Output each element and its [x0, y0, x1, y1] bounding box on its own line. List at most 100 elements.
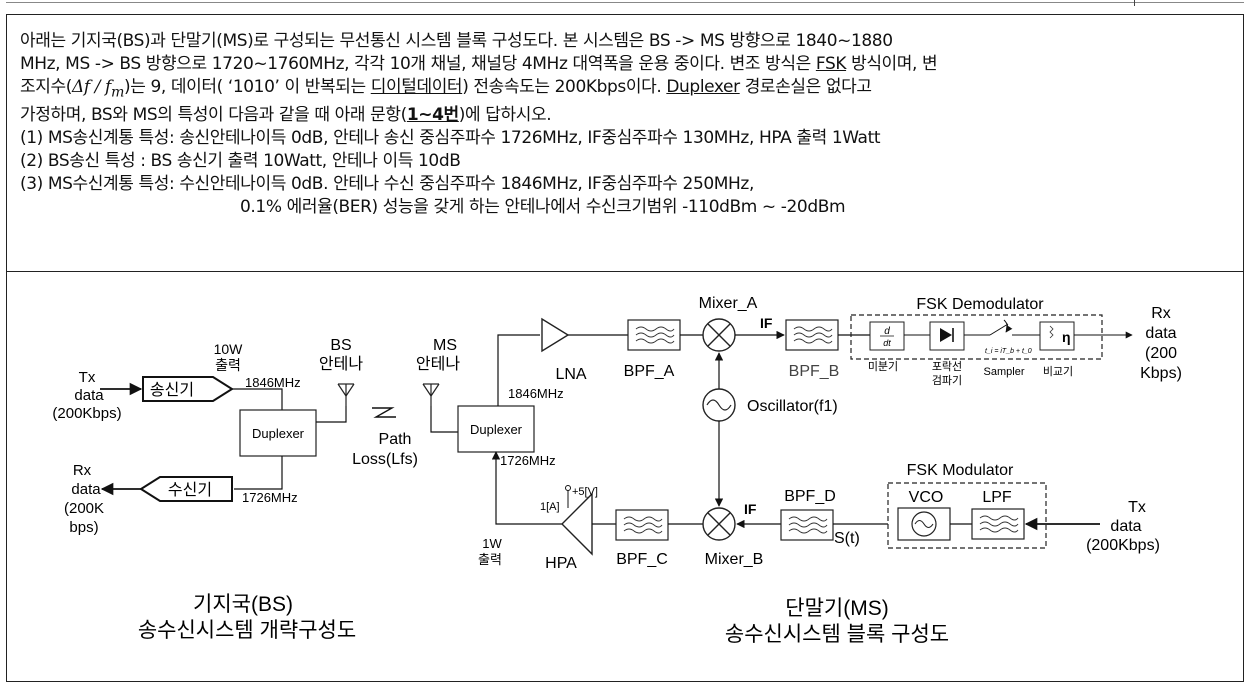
- vco-label: VCO: [909, 489, 944, 506]
- problem-text-part: 조지수(: [20, 77, 72, 97]
- fsk-term: FSK: [815, 54, 847, 74]
- svg-text:data: data: [1145, 325, 1176, 342]
- bs-receiver-label: 수신기: [168, 481, 212, 499]
- bpf-a-filter: [627, 319, 681, 351]
- oscillator-label: Oscillator(f1): [747, 398, 838, 415]
- ms-rx-freq-label: 1846MHz: [508, 386, 564, 401]
- modulation-index-formula: Δf / f: [71, 77, 111, 97]
- fsk-demodulator-title: FSK Demodulator: [916, 296, 1044, 313]
- digital-data-term: 디이털데이터: [370, 77, 463, 97]
- sampler-label: Sampler: [984, 366, 1025, 378]
- problem-line-3: 조지수(Δf / fm)는 9, 데이터( ‘1010’ 이 반복되는 디이털데…: [20, 76, 1232, 104]
- bs-duplexer-label: Duplexer: [252, 426, 305, 441]
- svg-text:data: data: [74, 387, 104, 404]
- vco-icon: [911, 511, 937, 537]
- comparator-icon: [1049, 325, 1054, 339]
- hpa-bias-terminal-icon: [565, 485, 571, 491]
- bpf-c-label: BPF_C: [616, 551, 668, 568]
- svg-text:송수신시스템 블록 구성도: 송수신시스템 블록 구성도: [725, 623, 949, 646]
- problem-text-part: MHz, MS -> BS 방향으로 1720~1760MHz, 각각 10개 …: [20, 54, 816, 74]
- bpf-b-label: BPF_B: [789, 363, 840, 380]
- mixer-b-label: Mixer_B: [705, 551, 764, 568]
- differentiator-symbol-dt: dt: [883, 338, 891, 348]
- oscillator-sine: [706, 399, 732, 411]
- mixer-a: [702, 318, 736, 352]
- svg-text:10W: 10W: [214, 341, 244, 357]
- ms-tx-freq-label: 1726MHz: [500, 453, 556, 468]
- lpf-filter: [971, 508, 1025, 540]
- problem-text: 아래는 기지국(BS)과 단말기(MS)로 구성되는 무선통신 시스템 블록 구…: [20, 30, 1232, 219]
- bpf-a-label: BPF_A: [624, 363, 675, 380]
- spec-item-3-continued: 0.1% 에러율(BER) 성능을 갖게 하는 안테나에서 수신크기범위 -11…: [240, 197, 846, 218]
- svg-text:Tx: Tx: [1128, 499, 1146, 516]
- svg-text:단말기(MS): 단말기(MS): [785, 597, 888, 620]
- spec-item-2: (2) BS송신 특성 : BS 송신기 출력 10Watt, 안테나 이득 1…: [20, 151, 461, 172]
- problem-text-part: 가정하며, BS와 MS의 특성이 다음과 같을 때 아래 문항(: [20, 105, 407, 126]
- comparator-threshold-icon: η: [1062, 329, 1071, 345]
- svg-text:안테나: 안테나: [319, 355, 363, 373]
- fsk-demodulator-box: [850, 314, 1103, 360]
- bs-tx-data-label: Tx data (200Kbps): [52, 369, 121, 422]
- ms-rx-data-label: Rx data (200 Kbps): [1140, 305, 1182, 382]
- problem-text-part: 경로손실은 없다고: [739, 77, 872, 97]
- differentiator-symbol: d: [884, 326, 890, 337]
- bs-receiver-block: [139, 476, 233, 502]
- svg-text:출력: 출력: [215, 357, 241, 373]
- path-loss-label: Path Loss(Lfs): [352, 431, 418, 468]
- svg-text:송수신시스템 개략구성도: 송수신시스템 개략구성도: [138, 619, 356, 642]
- differentiator-label: 미분기: [868, 360, 898, 373]
- svg-text:data: data: [1110, 518, 1141, 535]
- problem-line-2: MHz, MS -> BS 방향으로 1720~1760MHz, 각각 10개 …: [20, 53, 1232, 76]
- problem-text-part: 방식이며, 변: [846, 54, 938, 74]
- bpf-b-filter: [785, 319, 839, 351]
- lna-label: LNA: [555, 366, 586, 383]
- sampler-arc-icon: [1003, 319, 1013, 333]
- svg-text:(200Kbps): (200Kbps): [1086, 537, 1160, 554]
- bs-tx-wire: [232, 388, 283, 410]
- svg-text:bps): bps): [69, 519, 98, 536]
- lpf-label: LPF: [982, 489, 1012, 506]
- spec-item-3: (3) MS수신계통 특성: 수신안테나이득 0dB. 안테나 수신 중심주파수…: [20, 174, 754, 195]
- bs-rx-wire: [234, 456, 283, 490]
- bs-antenna-icon: [337, 383, 355, 407]
- hpa-bias-voltage: +5[V]: [572, 486, 598, 498]
- bs-transmitter-label: 송신기: [150, 381, 194, 399]
- svg-text:Loss(Lfs): Loss(Lfs): [352, 451, 418, 468]
- bs-tx-power-label: 10W 출력: [214, 341, 244, 373]
- svg-text:Rx: Rx: [1151, 305, 1171, 322]
- sampler-formula: t_i = iT_b + t_0: [985, 348, 1032, 355]
- svg-text:기지국(BS): 기지국(BS): [193, 593, 293, 616]
- hpa-power-label: 1W 출력: [478, 536, 502, 567]
- svg-text:출력: 출력: [478, 552, 502, 567]
- bs-transmitter-block: [142, 376, 234, 402]
- mixer-b: [702, 507, 736, 541]
- diode-icon: [940, 328, 952, 342]
- comparator-block: [1039, 321, 1075, 351]
- duplexer-term: Duplexer: [666, 77, 740, 97]
- ms-caption: 단말기(MS) 송수신시스템 블록 구성도: [725, 597, 949, 646]
- problem-text-part: ) 전송속도는 200Kbps이다.: [462, 77, 667, 97]
- problem-line-4: 가정하며, BS와 MS의 특성이 다음과 같을 때 아래 문항(1~4번)에 …: [20, 104, 1232, 127]
- section-divider: [6, 271, 1244, 272]
- bpf-c-filter: [615, 509, 669, 541]
- bs-rx-data-label: Rx data (200K bps): [64, 462, 104, 536]
- if-b-label: IF: [744, 501, 757, 517]
- bs-duplexer-block: [239, 409, 317, 457]
- path-loss-zigzag: [372, 407, 396, 418]
- svg-text:검파기: 검파기: [932, 374, 962, 387]
- problem-text-part: )에 답하시오.: [458, 105, 552, 126]
- hpa-bias-current: 1[A]: [540, 501, 560, 513]
- hpa-amplifier: [561, 492, 593, 556]
- bpf-d-label: BPF_D: [784, 488, 836, 505]
- svg-text:(200: (200: [1145, 345, 1177, 362]
- envelope-detector-label: 포락선 검파기: [932, 360, 962, 387]
- bs-antenna-label: BS 안테나: [319, 337, 363, 373]
- problem-frame: [6, 14, 1244, 682]
- svg-text:1W: 1W: [482, 536, 502, 551]
- hpa-label: HPA: [545, 555, 577, 572]
- ms-duplexer-label: Duplexer: [470, 422, 523, 437]
- fsk-modulator-title: FSK Modulator: [907, 462, 1014, 479]
- svg-text:MS: MS: [433, 337, 457, 354]
- bs-rx-freq-label: 1726MHz: [242, 490, 298, 505]
- svg-text:포락선: 포락선: [932, 360, 962, 373]
